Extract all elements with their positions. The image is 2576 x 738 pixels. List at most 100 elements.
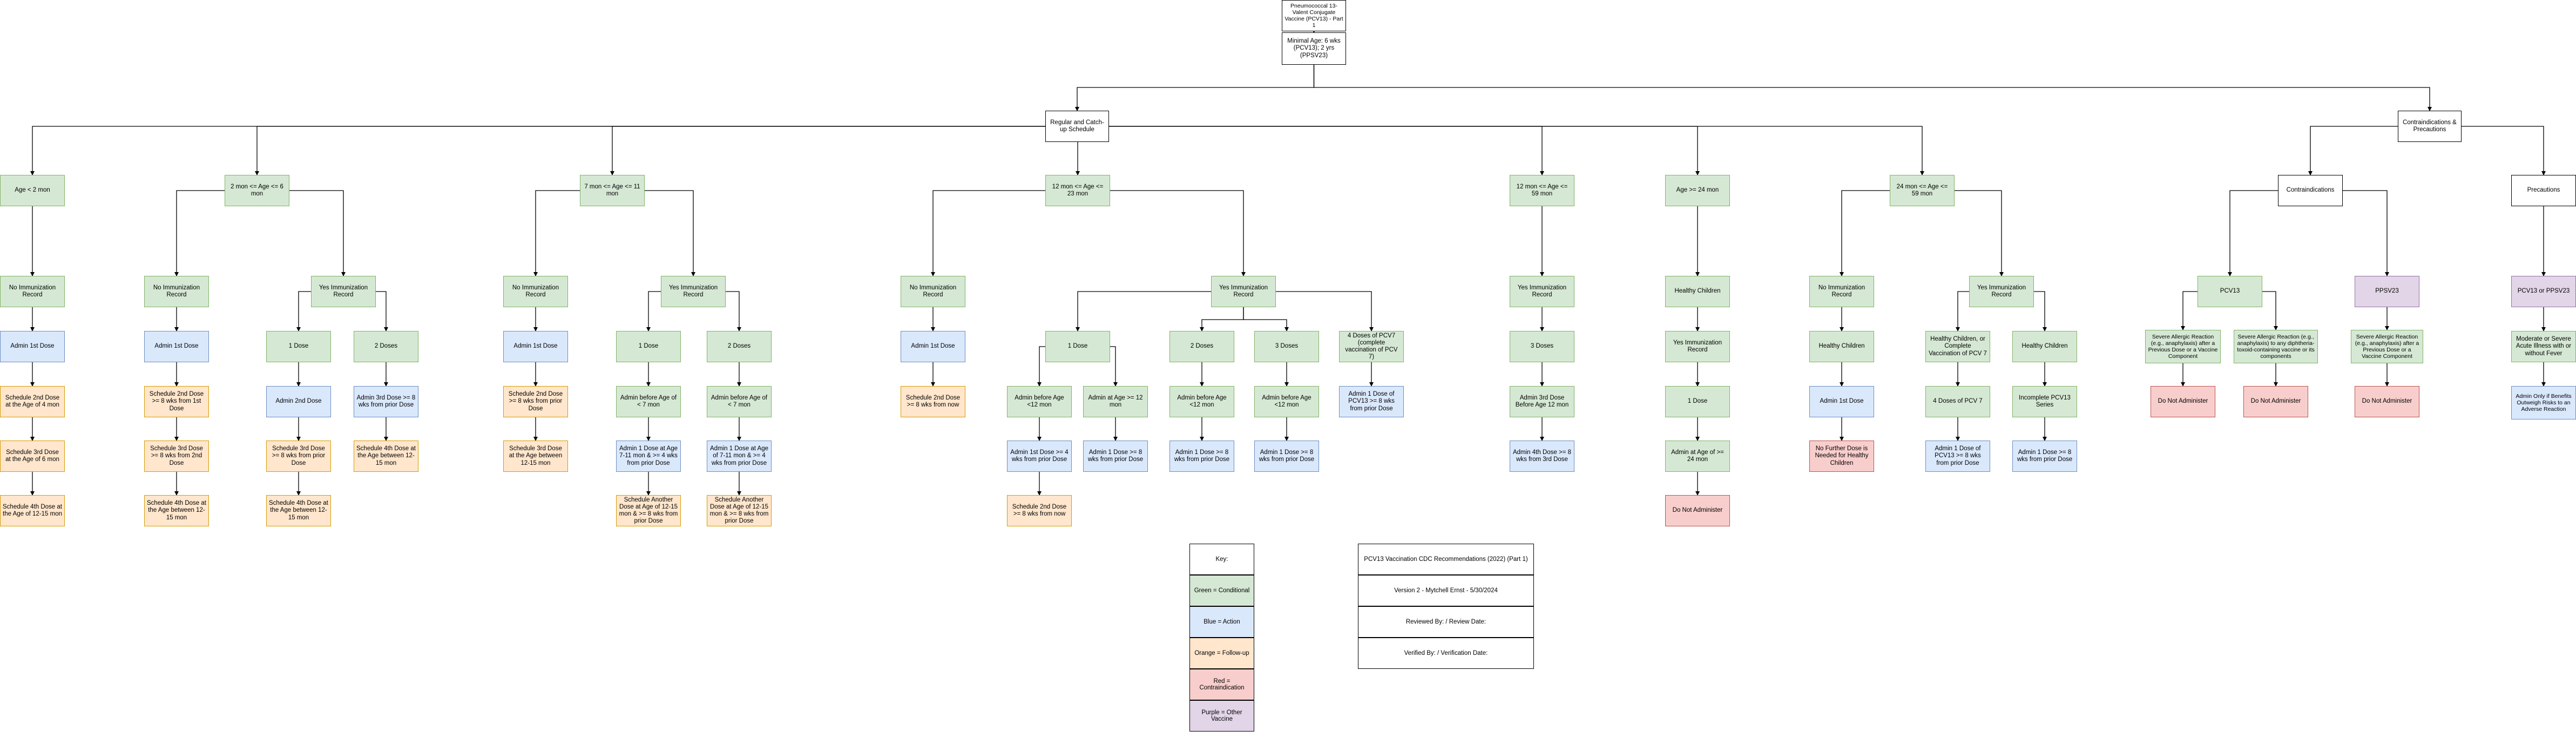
node-1-dose: 1 Dose: [1665, 386, 1730, 417]
node-schedule-4th-dose: Schedule 4th Dose at the Age of 12-15 mo…: [0, 495, 65, 526]
node-admin-1st-dose: Admin 1st Dose >= 4 wks from prior Dose: [1007, 441, 1072, 472]
node-admin-at-age-12-mon: Admin at Age >= 12 mon: [1083, 386, 1148, 417]
connector-arrow: [645, 190, 695, 276]
node-admin-1-dose-pcv13: Admin 1 Dose of PCV13 >= 8 wks from prio…: [1339, 386, 1404, 417]
node-admin-1-dose: Admin 1 Dose >= 8 wks from prior Dose: [1254, 441, 1319, 472]
connector-arrow: [1313, 65, 2432, 111]
connector-arrow: [610, 126, 1045, 175]
node-admin-at-age-24-mon: Admin at Age of >= 24 mon: [1665, 441, 1730, 472]
node-admin-3rd-dose: Admin 3rd Dose >= 8 wks from prior Dose: [354, 386, 418, 417]
node-no-immunization-record: No Immunization Record: [144, 276, 209, 307]
node-schedule-3rd-dose: Schedule 3rd Dose at the Age of 6 mon: [0, 441, 65, 472]
connector-arrow: [533, 190, 580, 276]
key-title: Key:: [1189, 544, 1254, 575]
info-title: PCV13 Vaccination CDC Recommendations (2…: [1358, 544, 1534, 575]
connector-arrow: [376, 291, 388, 331]
node-contraindications-precautions: Contraindications & Precautions: [2398, 111, 2462, 142]
node-schedule-3rd-dose: Schedule 3rd Dose >= 8 wks from prior Do…: [266, 441, 331, 472]
node-admin-before-age-12-mon: Admin before Age <12 mon: [1007, 386, 1072, 417]
node-schedule-2nd-dose: Schedule 2nd Dose >= 8 wks from now: [1007, 495, 1072, 526]
node-healthy-children: Healthy Children: [1665, 276, 1730, 307]
connector-arrow: [255, 126, 1045, 175]
node-admin-1-dose: Admin 1 Dose >= 8 wks from prior Dose: [1169, 441, 1234, 472]
node-4-doses-pcv7: 4 Doses of PCV 7: [1925, 386, 1990, 417]
node-2-doses: 2 Doses: [707, 331, 772, 362]
connector-arrow: [1955, 190, 2004, 276]
node-severe-allergic-reaction-diphtheria: Severe Allergic Reaction (e.g., anaphyla…: [2234, 330, 2318, 363]
node-1-dose: 1 Dose: [616, 331, 681, 362]
node-1-dose: 1 Dose: [266, 331, 331, 362]
node-pcv13: PCV13: [2198, 276, 2262, 307]
node-admin-1st-dose: Admin 1st Dose: [0, 331, 65, 362]
node-moderate-severe-illness: Moderate or Severe Acute Illness with or…: [2511, 331, 2576, 362]
node-admin-4th-dose: Admin 4th Dose >= 8 wks from 3rd Dose: [1510, 441, 1574, 472]
node-yes-immunization-record: Yes Immunization Record: [1510, 276, 1574, 307]
node-admin-1st-dose: Admin 1st Dose: [1809, 386, 1874, 417]
node-contraindications: Contraindications: [2278, 175, 2343, 206]
connector-arrow: [296, 291, 311, 331]
node-schedule-another-dose: Schedule Another Dose at Age of 12-15 mo…: [616, 495, 681, 526]
node-yes-immunization-record: Yes Immunization Record: [1969, 276, 2034, 307]
key-blue: Blue = Action: [1189, 606, 1254, 638]
node-age-12-59-mon: 12 mon <= Age <= 59 mon: [1510, 175, 1574, 206]
node-incomplete-pcv13-series: Incomplete PCV13 Series: [2012, 386, 2077, 417]
key-purple: Purple = Other Vaccine: [1189, 700, 1254, 732]
connector-arrow: [1840, 190, 1890, 276]
node-no-immunization-record: No Immunization Record: [1809, 276, 1874, 307]
node-yes-immunization-record: Yes Immunization Record: [311, 276, 376, 307]
node-precautions: Precautions: [2511, 175, 2576, 206]
node-admin-before-age-7-mon: Admin before Age of < 7 mon: [616, 386, 681, 417]
node-ppsv23: PPSV23: [2355, 276, 2419, 307]
connector-arrow: [1109, 126, 1924, 175]
node-admin-before-age-12-mon: Admin before Age <12 mon: [1254, 386, 1319, 417]
node-do-not-administer: Do Not Administer: [2151, 386, 2215, 417]
connector-arrow: [2034, 291, 2047, 331]
node-admin-before-age-12-mon: Admin before Age <12 mon: [1169, 386, 1234, 417]
node-age-2-6-mon: 2 mon <= Age <= 6 mon: [225, 175, 289, 206]
node-no-immunization-record: No Immunization Record: [503, 276, 568, 307]
connector-arrow: [2343, 190, 2389, 276]
node-no-immunization-record: No Immunization Record: [0, 276, 65, 307]
node-admin-1st-dose: Admin 1st Dose: [144, 331, 209, 362]
connector-arrow: [726, 291, 741, 331]
node-3-doses: 3 Doses: [1510, 331, 1574, 362]
connector-arrow: [2262, 291, 2278, 330]
connector-arrow: [1075, 65, 1315, 111]
node-title: Pneumococcal 13-Valent Conjugate Vaccine…: [1282, 0, 1346, 31]
node-age-gte-24-mon: Age >= 24 mon: [1665, 175, 1730, 206]
node-no-further-dose: No Further Dose is Needed for Healthy Ch…: [1809, 441, 1874, 472]
node-admin-1-dose-pcv13: Admin 1 Dose of PCV13 >= 8 wks from prio…: [1925, 441, 1990, 472]
connector-arrow: [2228, 190, 2278, 276]
node-schedule-2nd-dose: Schedule 2nd Dose >= 8 wks from now: [901, 386, 965, 417]
node-4-doses-pcv7: 4 Doses of PCV7 (complete vaccination of…: [1339, 331, 1404, 362]
node-age-lt-2-mon: Age < 2 mon: [0, 175, 65, 206]
node-no-immunization-record: No Immunization Record: [901, 276, 965, 307]
connector-arrow: [1076, 291, 1211, 331]
key-green: Green = Conditional: [1189, 575, 1254, 606]
connector-arrow: [1037, 346, 1045, 387]
node-1-dose: 1 Dose: [1045, 331, 1110, 362]
connector-arrow: [2308, 126, 2398, 175]
connector-arrow: [1956, 291, 1969, 331]
node-admin-1-dose: Admin 1 Dose >= 8 wks from prior Dose: [1083, 441, 1148, 472]
node-age-24-59-mon: 24 mon <= Age <= 59 mon: [1890, 175, 1955, 206]
node-admin-3rd-dose-before-12-mon: Admin 3rd Dose Before Age 12 mon: [1510, 386, 1574, 417]
node-admin-only-if-benefits: Admin Only if Benefits Outweigh Risks to…: [2511, 386, 2576, 419]
node-pcv13-or-ppsv23: PCV13 or PPSV23: [2511, 276, 2576, 307]
info-version: Version 2 - Mytchell Ernst - 5/30/2024: [1358, 575, 1534, 606]
node-2-doses: 2 Doses: [354, 331, 418, 362]
node-do-not-administer: Do Not Administer: [2355, 386, 2419, 417]
connector-arrow: [1109, 126, 1700, 175]
connector-arrow: [1110, 190, 1246, 276]
node-admin-1st-dose: Admin 1st Dose: [503, 331, 568, 362]
connector-arrow: [646, 291, 661, 331]
node-yes-immunization-record: Yes Immunization Record: [661, 276, 726, 307]
node-yes-immunization-record: Yes Immunization Record: [1665, 331, 1730, 362]
node-age-12-23-mon: 12 mon <= Age <= 23 mon: [1045, 175, 1110, 206]
node-age-7-11-mon: 7 mon <= Age <= 11 mon: [580, 175, 645, 206]
node-yes-immunization-record: Yes Immunization Record: [1211, 276, 1276, 307]
key-orange: Orange = Follow-up: [1189, 638, 1254, 669]
node-schedule-2nd-dose: Schedule 2nd Dose >= 8 wks from prior Do…: [503, 386, 568, 417]
node-do-not-administer: Do Not Administer: [1665, 495, 1730, 526]
